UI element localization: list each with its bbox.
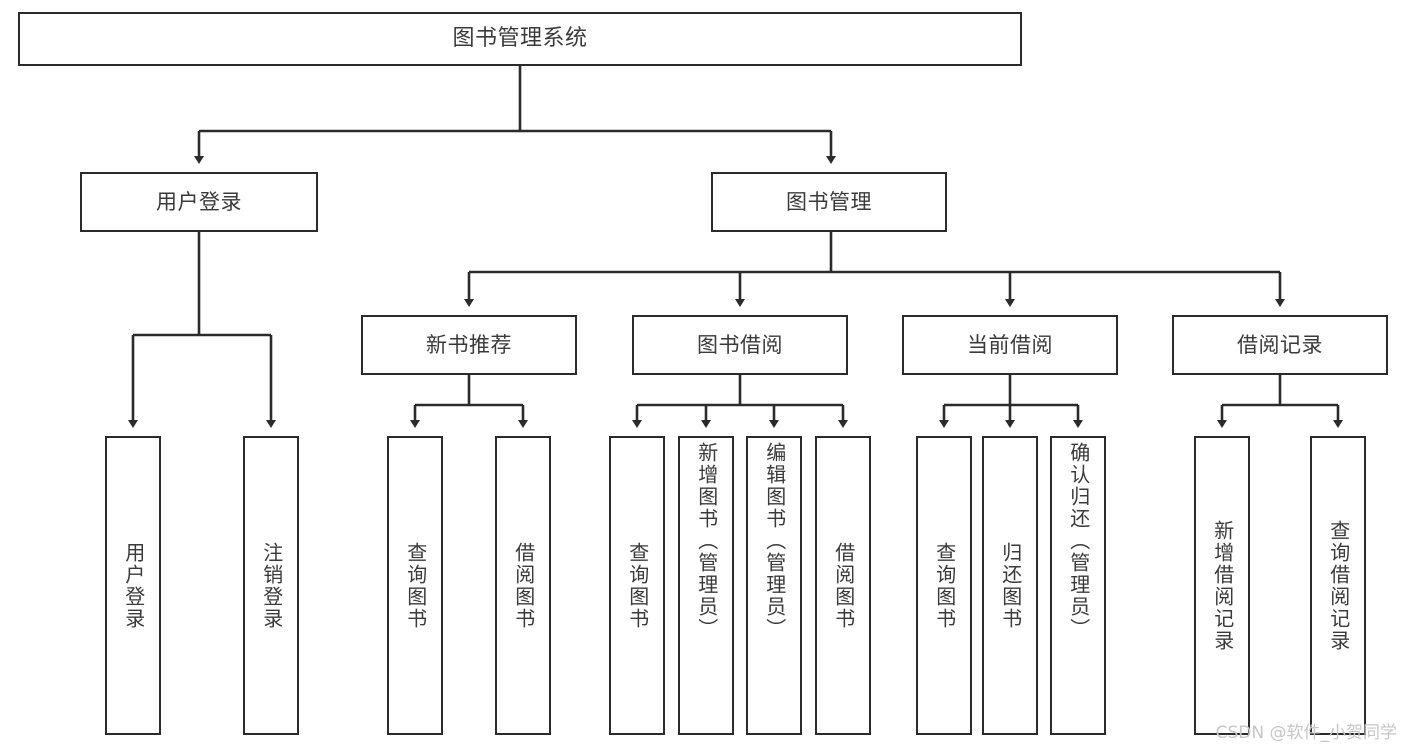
node-label: 借阅记录 [1237, 332, 1323, 357]
node-new-book-recommend[interactable]: 新书推荐 [361, 315, 577, 375]
node-user-login[interactable]: 用户登录 [80, 172, 318, 232]
node-book-borrow[interactable]: 图书借阅 [632, 315, 848, 375]
leaf-borrow-query-book[interactable]: 查询图书 [609, 436, 665, 735]
leaf-edit-book-admin[interactable]: 编辑图书（管理员） [746, 436, 802, 735]
node-borrow-record[interactable]: 借阅记录 [1172, 315, 1388, 375]
node-label: 用户登录 [121, 541, 146, 630]
leaf-user-login[interactable]: 用户登录 [105, 436, 161, 735]
node-label: 借阅图书 [831, 541, 856, 630]
node-label: 查询图书 [403, 541, 428, 630]
node-label: 当前借阅 [967, 332, 1053, 357]
leaf-borrow-book[interactable]: 借阅图书 [815, 436, 871, 735]
node-label: 新书推荐 [426, 332, 512, 357]
node-label: 查询图书 [625, 541, 650, 630]
leaf-current-query-book[interactable]: 查询图书 [916, 436, 972, 735]
watermark-text: CSDN @软件_小贺同学 [1215, 723, 1397, 743]
node-label: 注销登录 [259, 541, 284, 630]
leaf-add-book-admin[interactable]: 新增图书（管理员） [678, 436, 734, 735]
node-label: 新增图书（管理员） [694, 442, 719, 640]
node-label: 借阅图书 [511, 541, 536, 630]
node-root-system[interactable]: 图书管理系统 [18, 12, 1022, 66]
node-current-borrow[interactable]: 当前借阅 [902, 315, 1118, 375]
leaf-user-logout[interactable]: 注销登录 [243, 436, 299, 735]
node-label: 图书借阅 [697, 332, 783, 357]
node-label: 编辑图书（管理员） [762, 442, 787, 640]
leaf-return-book[interactable]: 归还图书 [982, 436, 1038, 735]
node-label: 查询图书 [932, 541, 957, 630]
node-label: 新增借阅记录 [1210, 519, 1235, 652]
leaf-query-borrow-record[interactable]: 查询借阅记录 [1310, 436, 1366, 735]
leaf-new-book-borrow[interactable]: 借阅图书 [495, 436, 551, 735]
node-label: 归还图书 [998, 541, 1023, 630]
leaf-add-borrow-record[interactable]: 新增借阅记录 [1194, 436, 1250, 735]
node-label: 图书管理系统 [452, 26, 588, 52]
node-label: 确认归还（管理员） [1066, 442, 1091, 640]
node-label: 查询借阅记录 [1326, 519, 1351, 652]
leaf-new-book-query[interactable]: 查询图书 [387, 436, 443, 735]
node-book-management[interactable]: 图书管理 [711, 172, 947, 232]
leaf-confirm-return-admin[interactable]: 确认归还（管理员） [1050, 436, 1106, 735]
node-label: 图书管理 [786, 189, 872, 214]
node-label: 用户登录 [156, 189, 242, 214]
